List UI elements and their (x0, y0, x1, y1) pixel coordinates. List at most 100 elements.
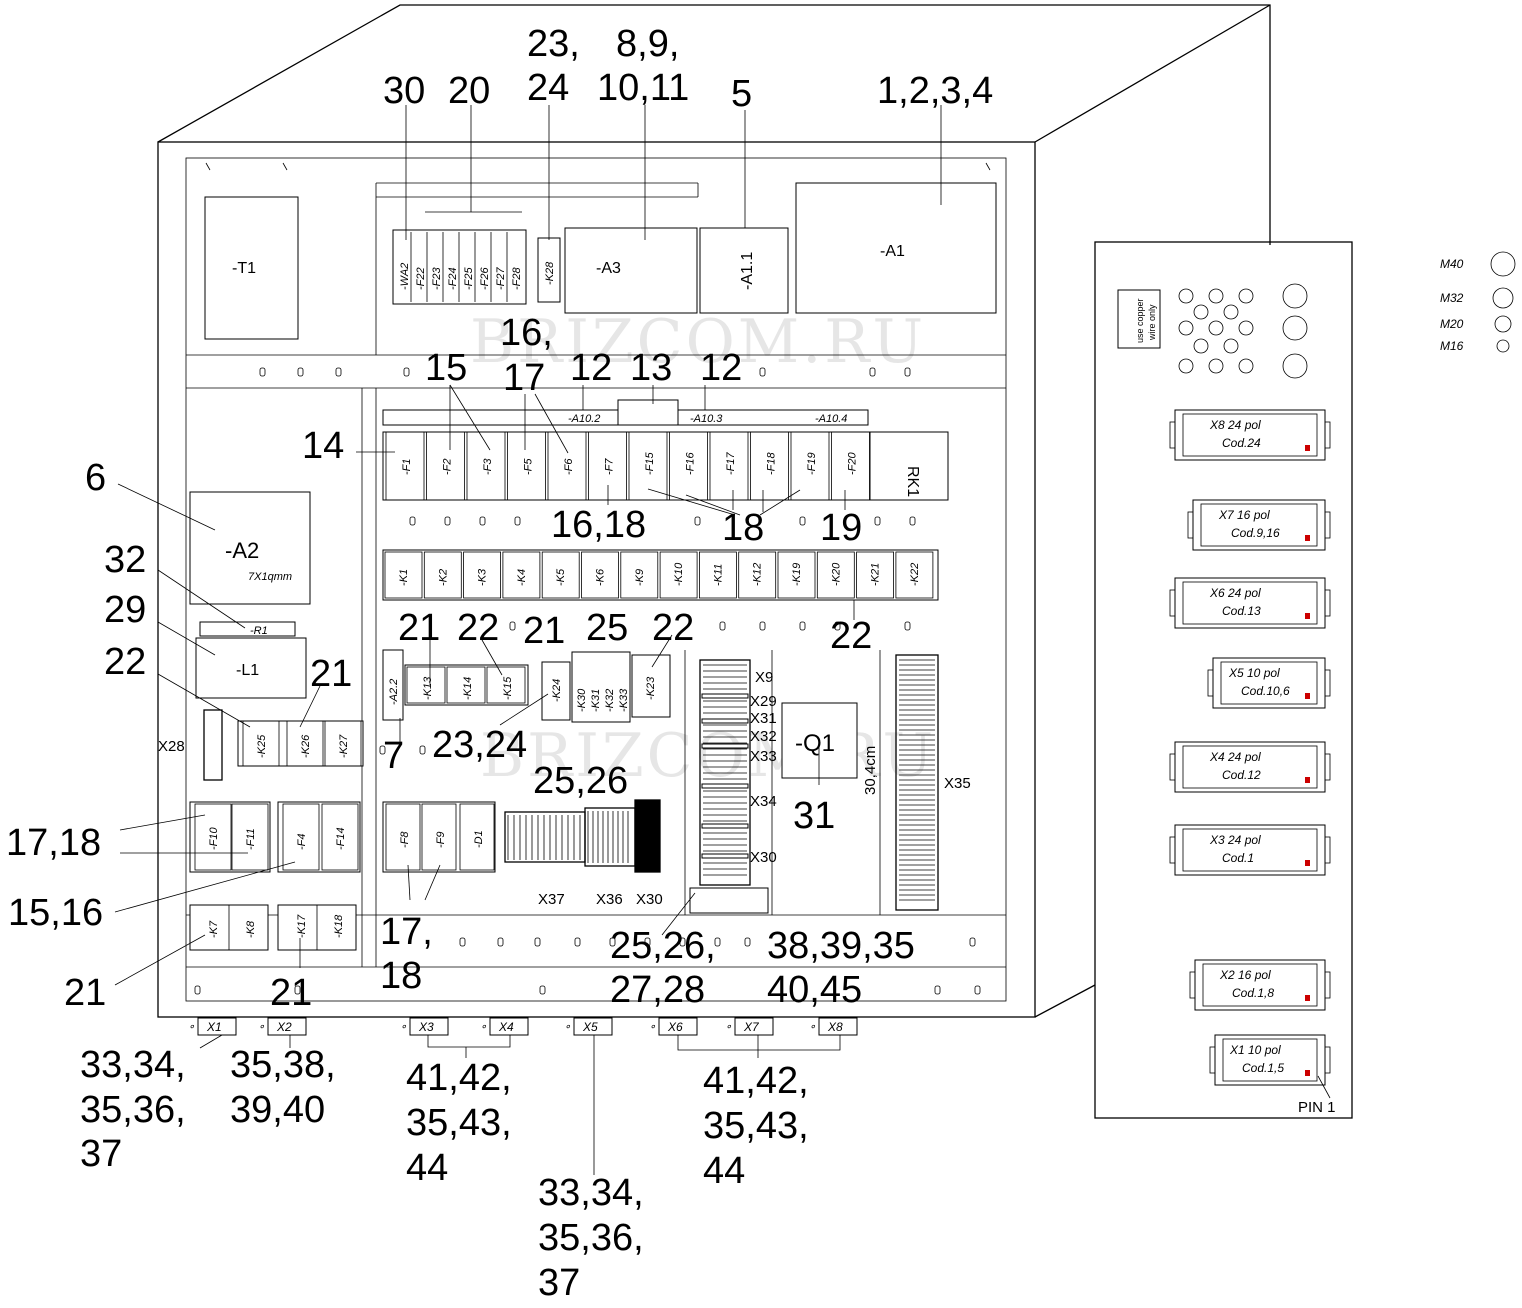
module-bar-2: -A10.3 (690, 413, 723, 425)
choke-l1 (195, 637, 307, 699)
term-sep-2 (701, 743, 749, 749)
callout-14: 14 (302, 425, 344, 467)
gland-small-12 (1238, 358, 1254, 374)
k-left-block (237, 720, 364, 767)
label-q1: -Q1 (795, 730, 835, 757)
callout-15: 15 (425, 347, 467, 389)
callout-x5-b: 35,36, (538, 1217, 644, 1259)
rail-slot-18 (799, 621, 806, 631)
bottom-relay-3: -K18 (333, 914, 345, 938)
rail-slot-24 (934, 985, 941, 995)
gland-legend-0: M40 (1440, 257, 1464, 271)
fuse-6: -F15 (644, 452, 656, 476)
door-connector-7 (1214, 1034, 1326, 1086)
rail-slot-22 (294, 985, 301, 995)
gland-small-8 (1193, 338, 1209, 354)
relay-k23 (631, 654, 671, 718)
lower-left-fuse-0: -F10 (208, 827, 220, 851)
rail-slot-25 (974, 985, 981, 995)
rail-slot-4 (759, 367, 766, 377)
callout-13: 13 (630, 347, 672, 389)
relay-10: -K19 (791, 563, 803, 586)
bottom-connector-label-0: X1 (206, 1020, 222, 1034)
top-fuse-labels: -WA2-F22-F23-F24-F25-F26-F27-F28 (399, 232, 523, 302)
bottom-relay-2: -K17 (296, 914, 308, 938)
callout-25-26: 25,26 (533, 760, 628, 802)
fuse-8: -F17 (725, 452, 737, 476)
relay-11: -K20 (830, 562, 842, 586)
terminal-label-9: X37 (538, 891, 565, 908)
label-a3: -A3 (596, 260, 621, 277)
mini-relay-3: -K33 (618, 688, 630, 712)
relays-k13-k15 (404, 664, 529, 706)
relay-13: -K22 (909, 563, 921, 586)
fuse-7: -F16 (685, 452, 697, 476)
gland-small-10 (1178, 358, 1194, 374)
callout-21a: 21 (398, 607, 440, 649)
svg-text:∘: ∘ (564, 1021, 571, 1033)
svg-text:∘: ∘ (258, 1021, 265, 1033)
door-connector-code-4: Cod.12 (1222, 768, 1261, 782)
bottom-connector-label-6: X7 (743, 1020, 760, 1034)
relay-5: -K6 (595, 568, 607, 586)
svg-text:∘: ∘ (809, 1021, 816, 1033)
callout-21-bl: 21 (64, 972, 106, 1014)
rail-slot-20 (904, 621, 911, 631)
bottom-connector-0 (197, 1017, 237, 1036)
bottom-relay-0: -K7 (208, 920, 220, 938)
relay-row-labels: -K1-K2-K3-K4-K5-K6-K9-K10-K11-K12-K19-K2… (384, 551, 934, 599)
mini-relay-2: -K32 (604, 689, 616, 712)
gland-small-6 (1208, 320, 1224, 336)
rk1-module (869, 431, 949, 501)
mini-relay-0: -K30 (576, 688, 588, 712)
callout-15-16: 15,16 (8, 892, 103, 934)
notice-line-2: wire only (1147, 304, 1157, 341)
fuse-5: -F7 (604, 458, 616, 475)
bottom-connector-7 (818, 1017, 858, 1036)
door-connector-3 (1212, 657, 1326, 709)
callout-12b: 12 (700, 347, 742, 389)
k-left-2: -K27 (338, 734, 350, 758)
callout-25-26-27: 25,26, (610, 925, 716, 967)
gland-legend-3: M16 (1440, 339, 1464, 353)
relay-12: -K21 (870, 563, 882, 586)
gland-small-4 (1223, 304, 1239, 320)
callout-top-10-11: 10,11 (597, 67, 689, 109)
label-a1: -A1 (880, 243, 905, 260)
resistor-r1 (199, 621, 296, 637)
callout-x3x4-c: 44 (406, 1147, 448, 1189)
top-fuse-block (392, 229, 527, 305)
rail-slot-12 (799, 516, 806, 526)
callout-25: 25 (586, 607, 628, 649)
term-sep-0 (701, 693, 749, 699)
callout-18: 18 (722, 507, 764, 549)
callout-top-20: 20 (448, 70, 490, 112)
lower-left-fuse-3: -F14 (335, 827, 347, 850)
rail-slot-21 (194, 985, 201, 995)
door-connector-name-2: X6 24 pol (1209, 586, 1261, 600)
door-connector-2 (1174, 577, 1326, 629)
top-fuse-0: -WA2 (399, 263, 411, 290)
bottom-connector-label-1: X2 (276, 1020, 292, 1034)
callout-27-28: 27,28 (610, 969, 705, 1011)
lower-mid-2: -D1 (473, 830, 485, 848)
callout-31: 31 (793, 795, 835, 837)
door-connector-name-7: X1 10 pol (1229, 1043, 1281, 1057)
module-a2 (189, 491, 311, 605)
callouts: 30 20 23, 24 8,9, 10,11 5 1,2,3,4 16, 15… (6, 23, 993, 1304)
fuse-0: -F1 (401, 459, 413, 476)
label-a1-1: -A1.1 (739, 252, 756, 290)
pin-label: PIN 1 (1298, 1099, 1336, 1116)
bottom-connector-1 (267, 1017, 307, 1036)
relay-mid-labels: -K13-K14-K15 (406, 666, 526, 704)
rail-slot-10 (514, 516, 521, 526)
callout-18-mid: 18 (380, 955, 422, 997)
terminal-label-11: X30 (636, 891, 663, 908)
relay-mid-0: -K13 (422, 676, 434, 700)
door-connector-code-3: Cod.10,6 (1241, 684, 1290, 698)
relay-area: -K1-K2-K3-K4-K5-K6-K9-K10-K11-K12-K19-K2… (382, 549, 939, 723)
term-sep-5 (701, 853, 749, 859)
